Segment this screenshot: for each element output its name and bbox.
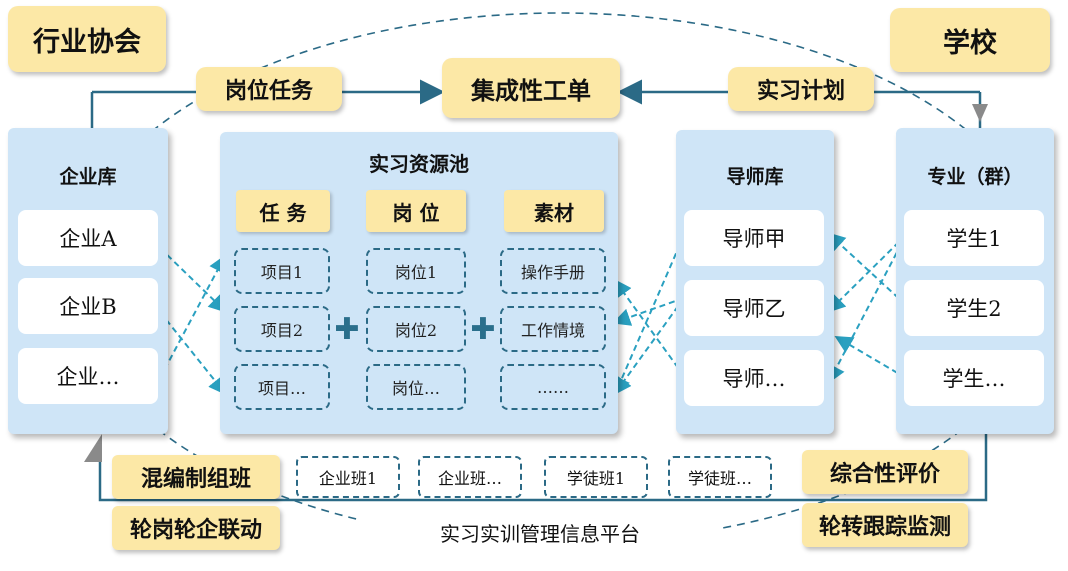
mentor-library-title: 导师库 xyxy=(726,166,784,188)
student-item: 学生… xyxy=(904,350,1044,406)
post-item: 岗位2 xyxy=(366,306,466,352)
post-tasks-label: 岗位任务 xyxy=(196,67,342,111)
student-item: 学生2 xyxy=(904,280,1044,336)
platform-caption: 实习实训管理信息平台 xyxy=(360,518,720,548)
integrated-worksheet-label: 集成性工单 xyxy=(442,58,620,118)
material-item: …… xyxy=(500,364,606,410)
mentor-item: 导师甲 xyxy=(684,210,824,266)
mentor-item: 导师乙 xyxy=(684,280,824,336)
school-label: 学校 xyxy=(890,8,1050,72)
material-item: 工作情境 xyxy=(500,306,606,352)
plus-icon: ✚ xyxy=(334,311,360,347)
mixed-class-label: 混编制组班 xyxy=(112,455,280,499)
posts-column-header: 岗 位 xyxy=(366,190,466,232)
task-item: 项目1 xyxy=(234,248,330,294)
tasks-column-header: 任 务 xyxy=(236,190,330,232)
industry-association-label: 行业协会 xyxy=(8,6,166,72)
class-box: 学徒班1 xyxy=(544,456,648,498)
class-box: 企业班… xyxy=(418,456,522,498)
internship-plan-label: 实习计划 xyxy=(728,67,874,111)
rotation-linkage-label: 轮岗轮企联动 xyxy=(112,506,280,550)
materials-column-header: 素材 xyxy=(504,190,604,232)
class-box: 企业班1 xyxy=(296,456,400,498)
plus-icon: ✚ xyxy=(470,311,496,347)
enterprise-item: 企业B xyxy=(18,278,158,334)
enterprise-item: 企业A xyxy=(18,210,158,266)
mentor-library-panel: 导师库 导师甲 导师乙 导师… xyxy=(676,130,834,434)
task-item: 项目… xyxy=(234,364,330,410)
class-box: 学徒班… xyxy=(668,456,772,498)
mentor-item: 导师… xyxy=(684,350,824,406)
enterprise-library-title: 企业库 xyxy=(59,166,117,188)
comprehensive-eval-label: 综合性评价 xyxy=(802,450,968,494)
student-item: 学生1 xyxy=(904,210,1044,266)
resource-pool-title: 实习资源池 xyxy=(369,152,469,176)
material-item: 操作手册 xyxy=(500,248,606,294)
major-group-title: 专业（群） xyxy=(927,166,1023,188)
enterprise-item: 企业… xyxy=(18,348,158,404)
rotation-tracking-label: 轮转跟踪监测 xyxy=(802,503,968,547)
post-item: 岗位… xyxy=(366,364,466,410)
post-item: 岗位1 xyxy=(366,248,466,294)
major-group-panel: 专业（群） 学生1 学生2 学生… xyxy=(896,128,1054,434)
task-item: 项目2 xyxy=(234,306,330,352)
enterprise-library-panel: 企业库 企业A 企业B 企业… xyxy=(8,128,168,434)
resource-pool-panel: 实习资源池 任 务 岗 位 素材 项目1 项目2 项目… ✚ 岗位1 岗位2 岗… xyxy=(220,132,618,434)
